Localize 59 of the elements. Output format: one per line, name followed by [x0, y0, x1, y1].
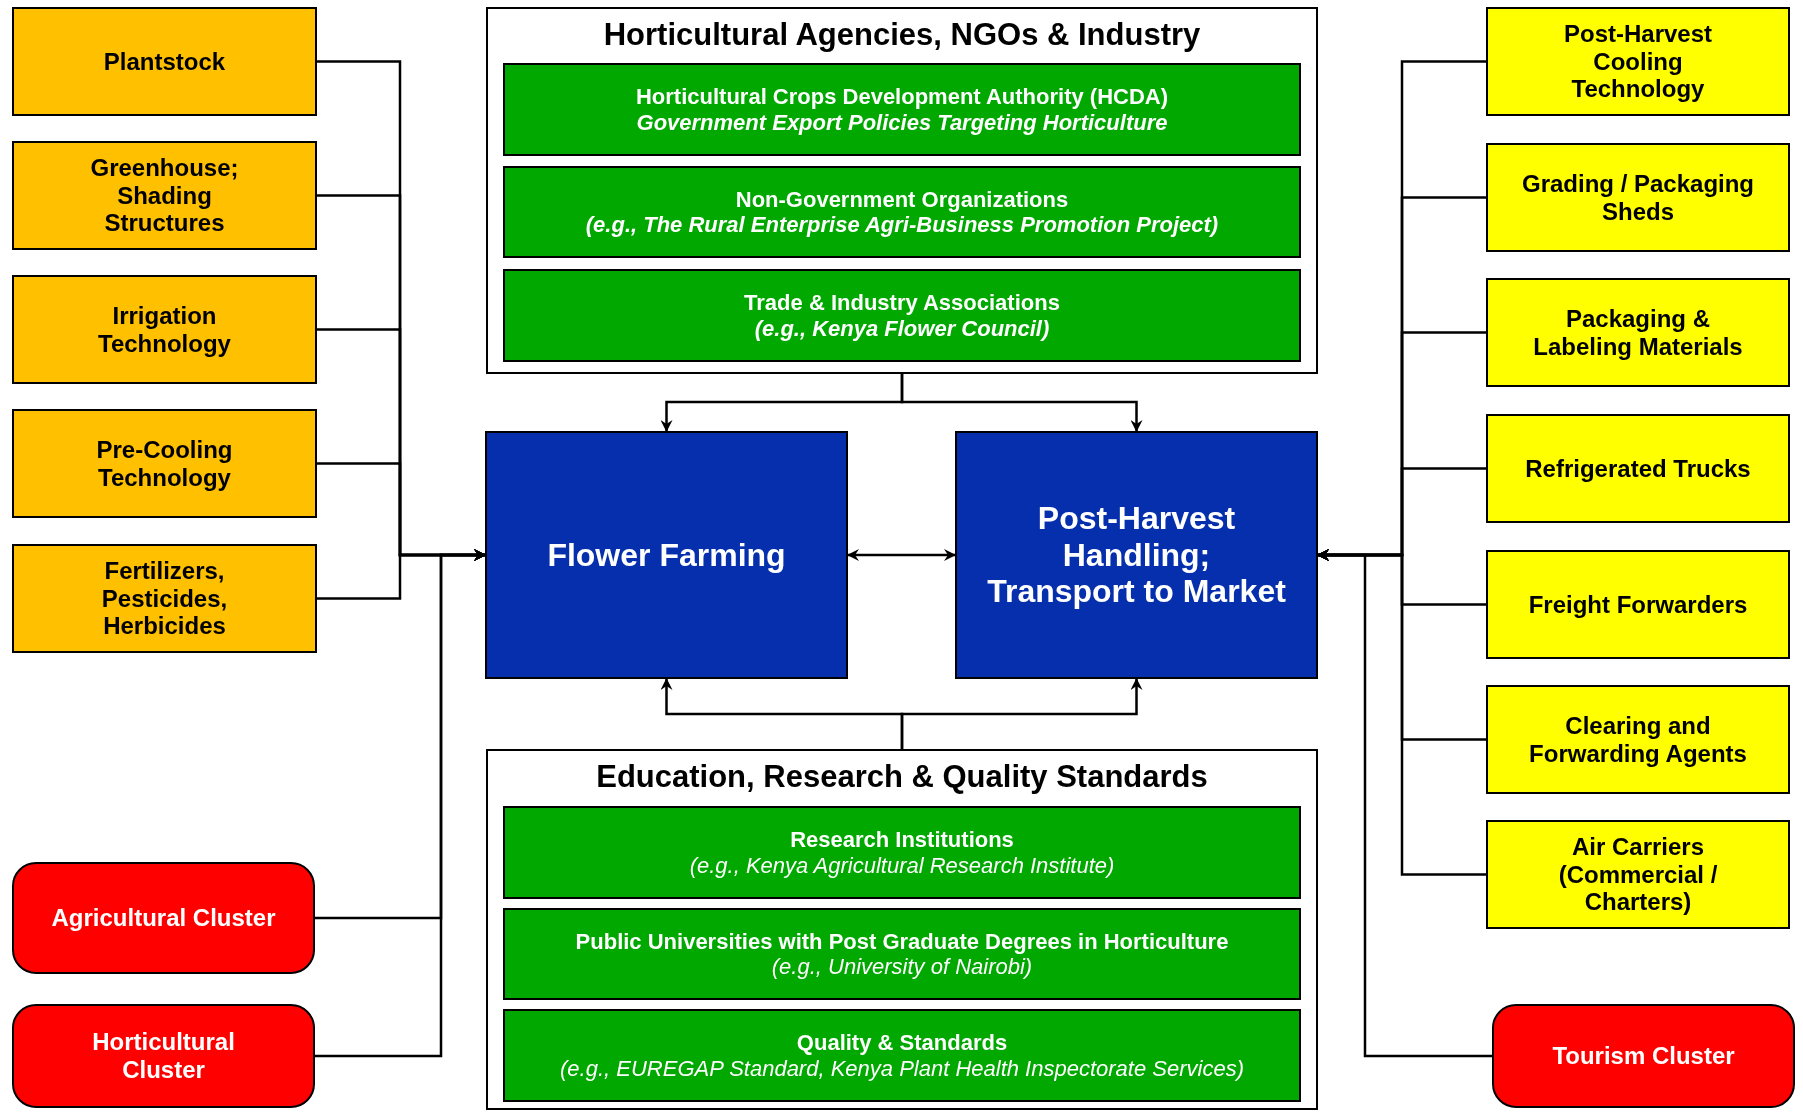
example-text: (e.g., EUREGAP Standard, Kenya Plant Health Inspectorate Services): [559, 1055, 1245, 1081]
node-label: Post-Harvest Cooling Technology: [1562, 20, 1714, 103]
supplier-box: [12, 544, 317, 653]
supplier-box: [12, 275, 317, 384]
node-label: Refrigerated Trucks: [1524, 454, 1752, 483]
agency-box: [503, 166, 1301, 258]
institution-box: [503, 908, 1301, 1000]
service-box: [1486, 550, 1790, 659]
cluster-box: [12, 1004, 315, 1108]
node-label: Post-Harvest Handling; Transport to Market: [986, 499, 1287, 611]
organization-name: Horticultural Crops Development Authority (HCDA): [634, 84, 1170, 110]
node-label: Air Carriers (Commercial / Charters): [1557, 833, 1719, 916]
group-panel: [486, 749, 1318, 1110]
organization-name: Research Institutions: [789, 827, 1015, 853]
organization-name: Trade & Industry Associations: [743, 290, 1061, 316]
node-label: Flower Farming: [546, 536, 787, 574]
institution-box: [503, 1009, 1301, 1102]
cluster-box: [12, 862, 315, 974]
node-label: Freight Forwarders: [1527, 590, 1749, 619]
arrow: [900, 678, 1143, 749]
supplier-box: [12, 141, 317, 250]
service-box: [1486, 7, 1790, 116]
organization-name: Public Universities with Post Graduate Degrees in Horticulture: [574, 928, 1230, 954]
node-label: Irrigation Technology: [97, 301, 232, 358]
node-label: Pre-Cooling Technology: [95, 435, 234, 492]
agency-box: [503, 269, 1301, 362]
node-label: Greenhouse; Shading Structures: [89, 154, 240, 237]
example-text: (e.g., Kenya Flower Council): [753, 315, 1051, 341]
organization-name: Quality & Standards: [795, 1030, 1009, 1056]
node-label: Fertilizers, Pesticides, Herbicides: [100, 557, 229, 640]
example-text: (e.g., The Rural Enterprise Agri-Business Promotion Project): [584, 212, 1220, 238]
example-text: (e.g., Kenya Agricultural Research Institute): [688, 852, 1116, 878]
supplier-box: [12, 7, 317, 116]
agency-box: [503, 63, 1301, 156]
service-box: [1486, 685, 1790, 794]
example-text: (e.g., University of Nairobi): [770, 954, 1034, 980]
service-box: [1486, 414, 1790, 523]
node-label: Tourism Cluster: [1551, 1042, 1736, 1070]
group-title: Horticultural Agencies, NGOs & Industry: [602, 17, 1202, 53]
service-box: [1486, 143, 1790, 252]
example-text: Government Export Policies Targeting Horticulture: [635, 109, 1169, 135]
organization-name: Non-Government Organizations: [734, 186, 1070, 212]
institution-box: [503, 806, 1301, 899]
node-label: Packaging & Labeling Materials: [1532, 304, 1744, 361]
node-label: Agricultural Cluster: [50, 904, 277, 932]
node-label: Plantstock: [102, 47, 227, 76]
core-activity-box: [955, 431, 1318, 679]
group-title: Education, Research & Quality Standards: [595, 759, 1209, 795]
node-label: Horticultural Cluster: [91, 1028, 236, 1084]
cluster-box: [1492, 1004, 1795, 1108]
arrow: [847, 549, 956, 561]
group-panel: [486, 7, 1318, 374]
service-box: [1486, 820, 1790, 929]
node-label: Clearing and Forwarding Agents: [1528, 711, 1748, 768]
node-label: Grading / Packaging Sheds: [1520, 169, 1756, 226]
service-box: [1486, 278, 1790, 387]
core-activity-box: [485, 431, 848, 679]
arrow: [900, 374, 1143, 432]
supplier-box: [12, 409, 317, 518]
